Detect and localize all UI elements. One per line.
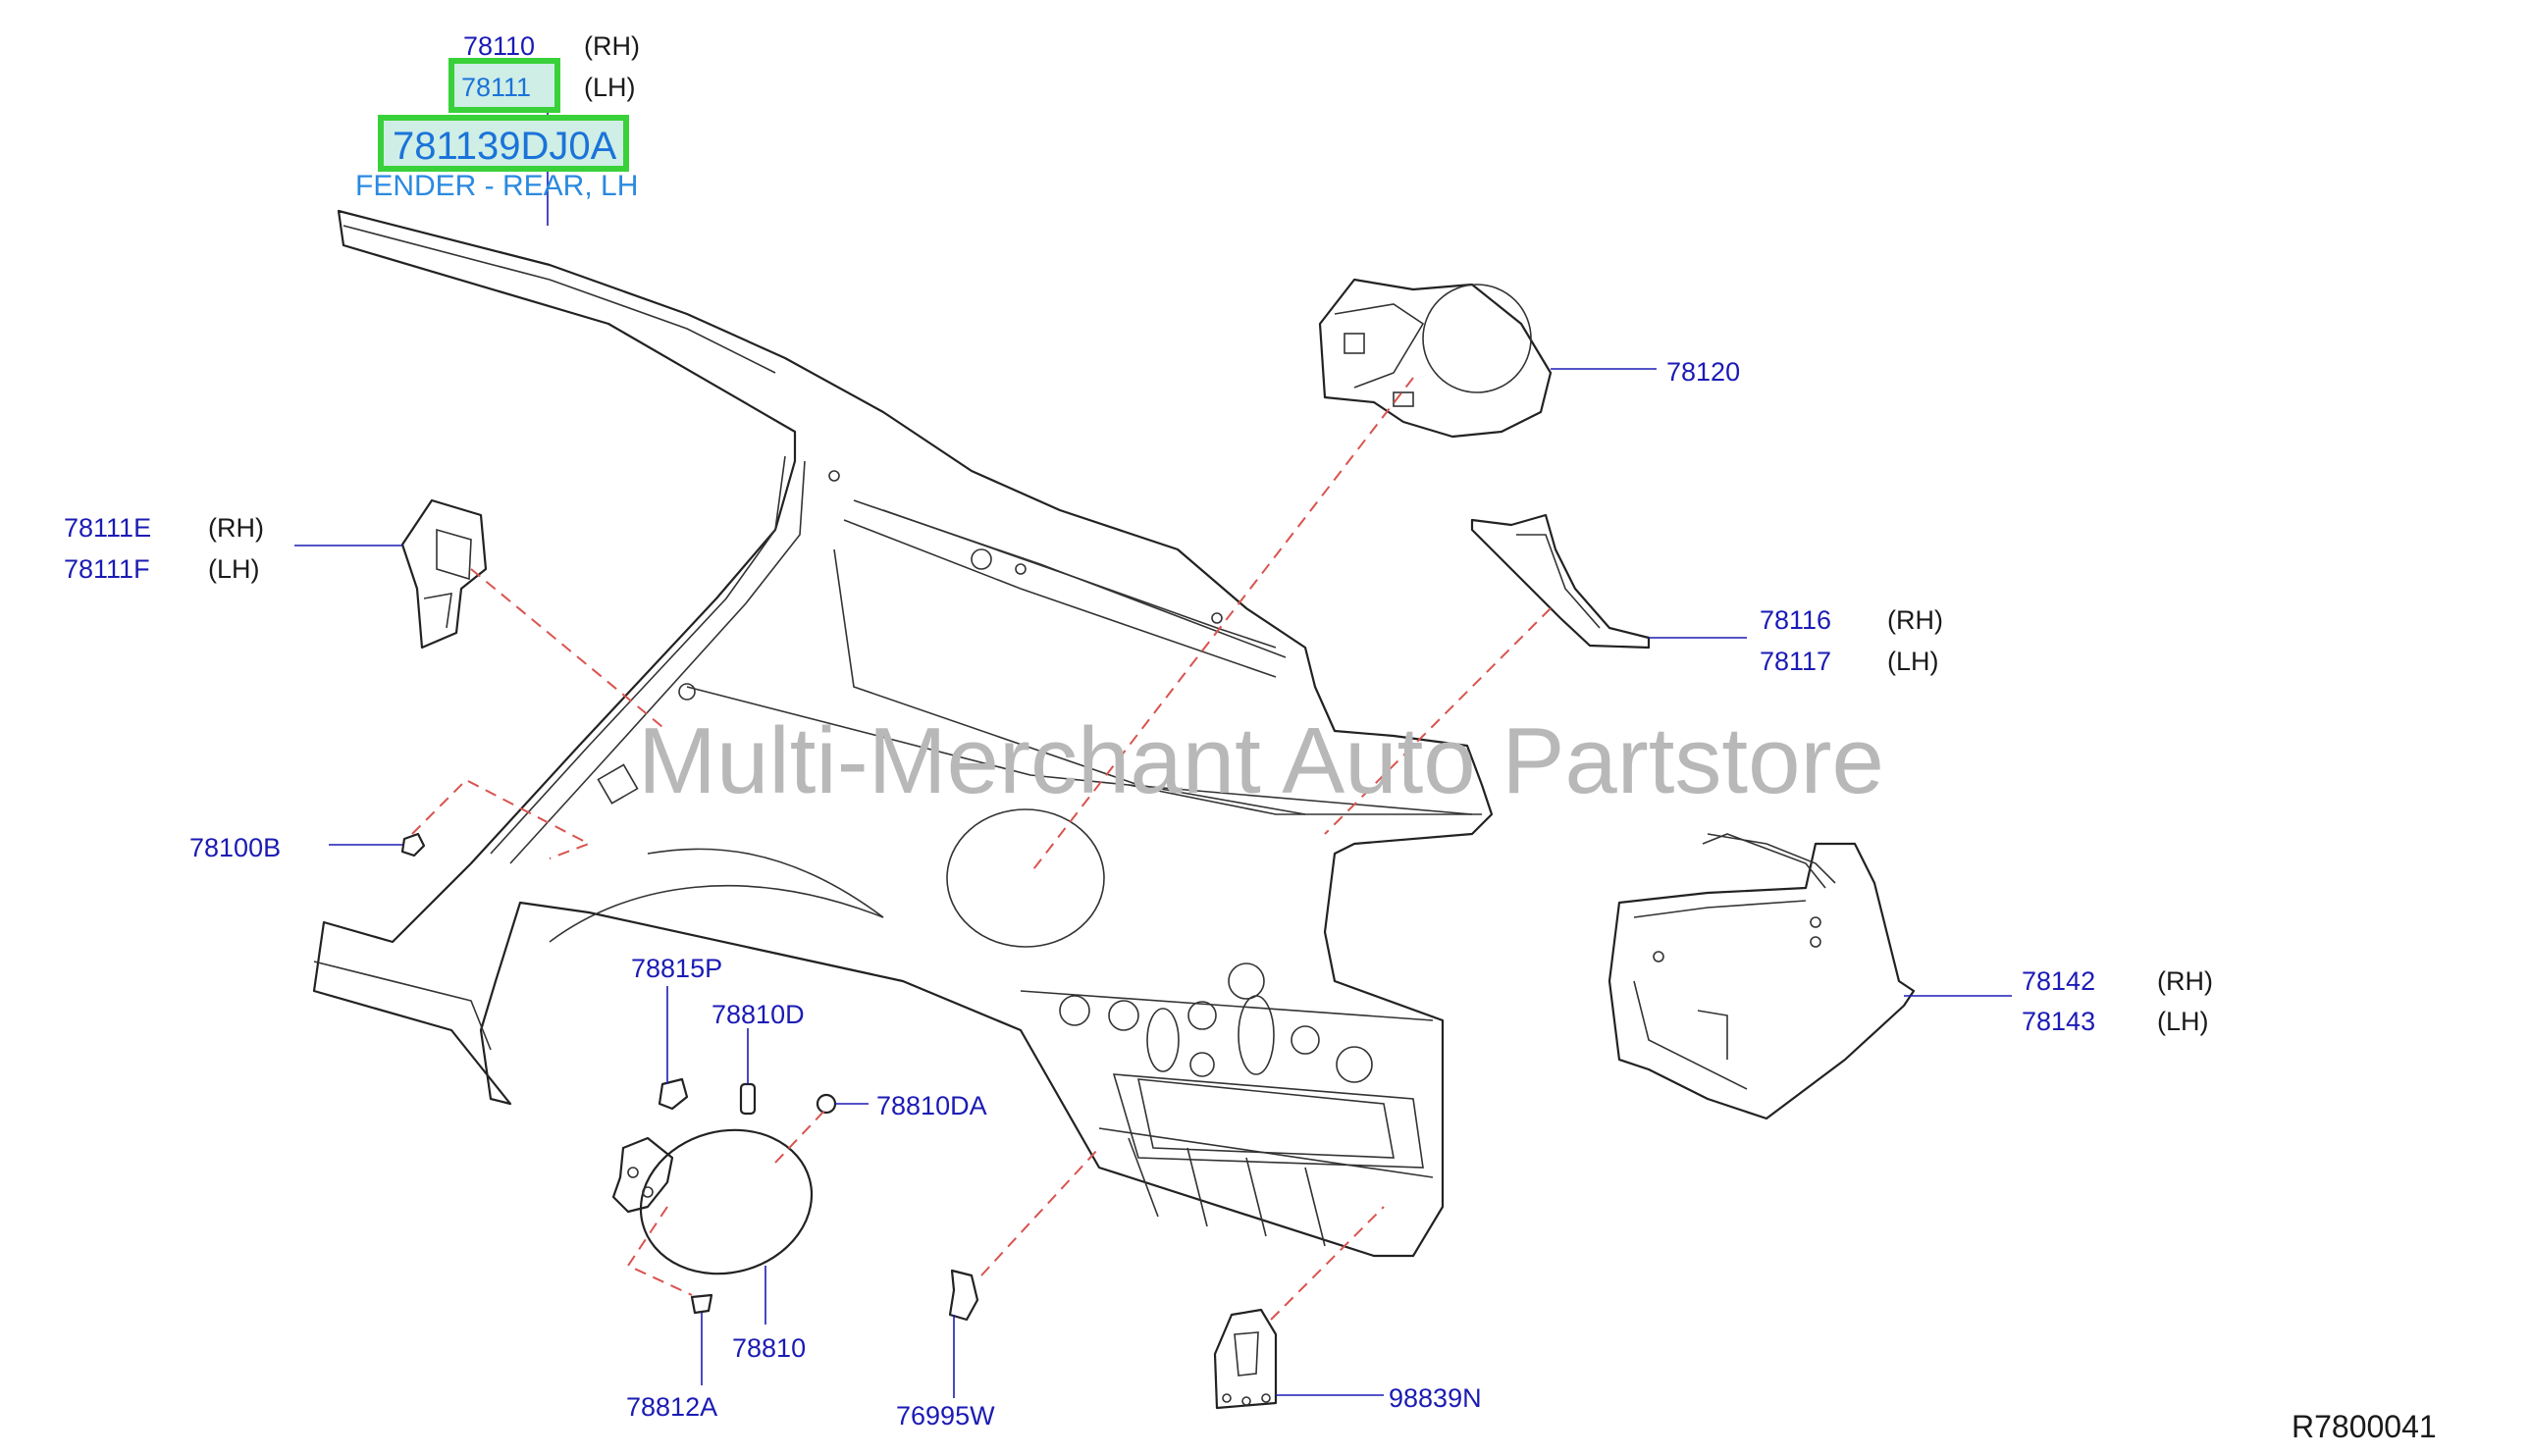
callout-78111E-number[interactable]: 78111E bbox=[64, 513, 151, 543]
clip-78100b[interactable] bbox=[400, 832, 426, 858]
callout-78110-side: (RH) bbox=[584, 31, 640, 61]
callout-78116-number[interactable]: 78116 bbox=[1760, 605, 1831, 635]
callout-78143-number[interactable]: 78143 bbox=[2022, 1007, 2095, 1036]
callout-labels: 78110 (RH) (LH) 78111E (RH) 78111F (LH) … bbox=[64, 31, 2213, 1430]
callout-78111E-side: (RH) bbox=[208, 513, 264, 543]
rear-panel-extension[interactable] bbox=[1608, 833, 1916, 1120]
fuel-filler-base[interactable] bbox=[1318, 278, 1553, 439]
callout-76995W-number[interactable]: 76995W bbox=[896, 1401, 995, 1430]
callout-78142-number[interactable]: 78142 bbox=[2022, 966, 2095, 996]
clip-78815p[interactable] bbox=[658, 1077, 689, 1111]
screw-78812a[interactable] bbox=[690, 1293, 713, 1315]
callout-78812A-number[interactable]: 78812A bbox=[626, 1392, 717, 1422]
callout-78111F-number[interactable]: 78111F bbox=[64, 554, 150, 584]
highlight-box-78111[interactable] bbox=[448, 58, 560, 113]
callout-78116-side: (RH) bbox=[1887, 605, 1943, 635]
callout-78810DA-number[interactable]: 78810DA bbox=[876, 1091, 987, 1120]
fender-gusset-bracket[interactable] bbox=[400, 498, 488, 650]
callout-78117-number[interactable]: 78117 bbox=[1760, 647, 1831, 676]
watermark-text: Multi-Merchant Auto Partstore bbox=[638, 708, 1884, 813]
callout-78810D-number[interactable]: 78810D bbox=[712, 1000, 805, 1029]
clip-76995w[interactable] bbox=[948, 1269, 979, 1322]
callout-78100B-number[interactable]: 78100B bbox=[189, 833, 281, 862]
rear-fender-panel[interactable] bbox=[312, 209, 1494, 1258]
reference-dashes bbox=[411, 377, 1552, 1321]
callout-78120-number[interactable]: 78120 bbox=[1666, 357, 1740, 387]
fuel-filler-lid[interactable] bbox=[611, 1112, 828, 1293]
rear-fender-inner-bracket[interactable] bbox=[1470, 513, 1651, 650]
callout-78117-side: (LH) bbox=[1887, 647, 1939, 676]
part-number-78111[interactable]: 78111 bbox=[461, 73, 531, 102]
callout-78815P-number[interactable]: 78815P bbox=[631, 954, 722, 983]
callout-78143-side: (LH) bbox=[2157, 1007, 2209, 1036]
highlighted-part[interactable]: 78111 781139DJ0A FENDER - REAR, LH bbox=[355, 58, 638, 202]
callout-78142-side: (RH) bbox=[2157, 966, 2213, 996]
bumper-78810d[interactable] bbox=[739, 1082, 757, 1116]
callout-78110-number[interactable]: 78110 bbox=[463, 31, 535, 61]
leader-lines bbox=[294, 74, 2012, 1398]
part-code[interactable]: 781139DJ0A bbox=[393, 125, 617, 168]
grommet-78810da[interactable] bbox=[816, 1093, 837, 1115]
diagram-reference-code: R7800041 bbox=[2292, 1409, 2437, 1444]
bracket-98839n[interactable] bbox=[1213, 1308, 1278, 1410]
part-description: FENDER - REAR, LH bbox=[355, 170, 638, 202]
callout-78111-side: (LH) bbox=[584, 73, 636, 102]
callout-78111F-side: (LH) bbox=[208, 554, 260, 584]
highlight-box-part-code[interactable] bbox=[378, 115, 629, 172]
callout-98839N-number[interactable]: 98839N bbox=[1389, 1383, 1482, 1413]
callout-78810-number[interactable]: 78810 bbox=[732, 1333, 806, 1363]
